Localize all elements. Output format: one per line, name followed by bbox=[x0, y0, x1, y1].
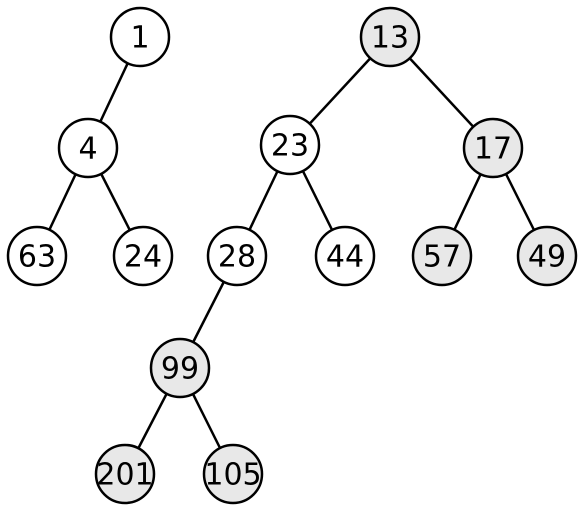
node-circle bbox=[516, 225, 578, 287]
node-circle bbox=[57, 117, 119, 179]
node-label: 49 bbox=[528, 240, 566, 275]
tree-node-57: 57 bbox=[411, 225, 473, 287]
node-circle bbox=[259, 114, 321, 176]
tree-node-23: 23 bbox=[259, 114, 321, 176]
tree-node-24: 24 bbox=[112, 225, 174, 287]
node-label: 13 bbox=[371, 21, 409, 56]
node-label: 1 bbox=[130, 21, 149, 56]
node-label: 4 bbox=[78, 132, 97, 167]
node-label: 17 bbox=[474, 132, 512, 167]
tree-node-105: 105 bbox=[202, 443, 264, 505]
node-circle bbox=[149, 337, 211, 399]
tree-node-17: 17 bbox=[462, 117, 524, 179]
node-circle bbox=[109, 6, 171, 68]
node-label: 28 bbox=[218, 240, 256, 275]
node-label: 105 bbox=[204, 458, 261, 493]
node-label: 44 bbox=[326, 240, 364, 275]
tree-node-44: 44 bbox=[314, 225, 376, 287]
node-circle bbox=[359, 6, 421, 68]
node-label: 99 bbox=[161, 352, 199, 387]
tree-node-201: 201 bbox=[94, 443, 156, 505]
node-label: 57 bbox=[423, 240, 461, 275]
tree-node-49: 49 bbox=[516, 225, 578, 287]
tree-node-28: 28 bbox=[206, 225, 268, 287]
node-circle bbox=[462, 117, 524, 179]
tree-node-4: 4 bbox=[57, 117, 119, 179]
node-label: 23 bbox=[271, 129, 309, 164]
tree-node-1: 1 bbox=[109, 6, 171, 68]
node-circle bbox=[314, 225, 376, 287]
node-circle bbox=[411, 225, 473, 287]
tree-node-13: 13 bbox=[359, 6, 421, 68]
node-circle bbox=[94, 443, 156, 505]
node-label: 63 bbox=[18, 240, 56, 275]
node-label: 201 bbox=[96, 458, 153, 493]
node-circle bbox=[206, 225, 268, 287]
node-circle bbox=[6, 225, 68, 287]
node-circle bbox=[112, 225, 174, 287]
nodes-layer: 1 4 63 24 13 23 17 28 44 57 49 99 201 105 bbox=[6, 6, 578, 505]
tree-node-63: 63 bbox=[6, 225, 68, 287]
tree-node-99: 99 bbox=[149, 337, 211, 399]
node-label: 24 bbox=[124, 240, 162, 275]
node-circle bbox=[202, 443, 264, 505]
